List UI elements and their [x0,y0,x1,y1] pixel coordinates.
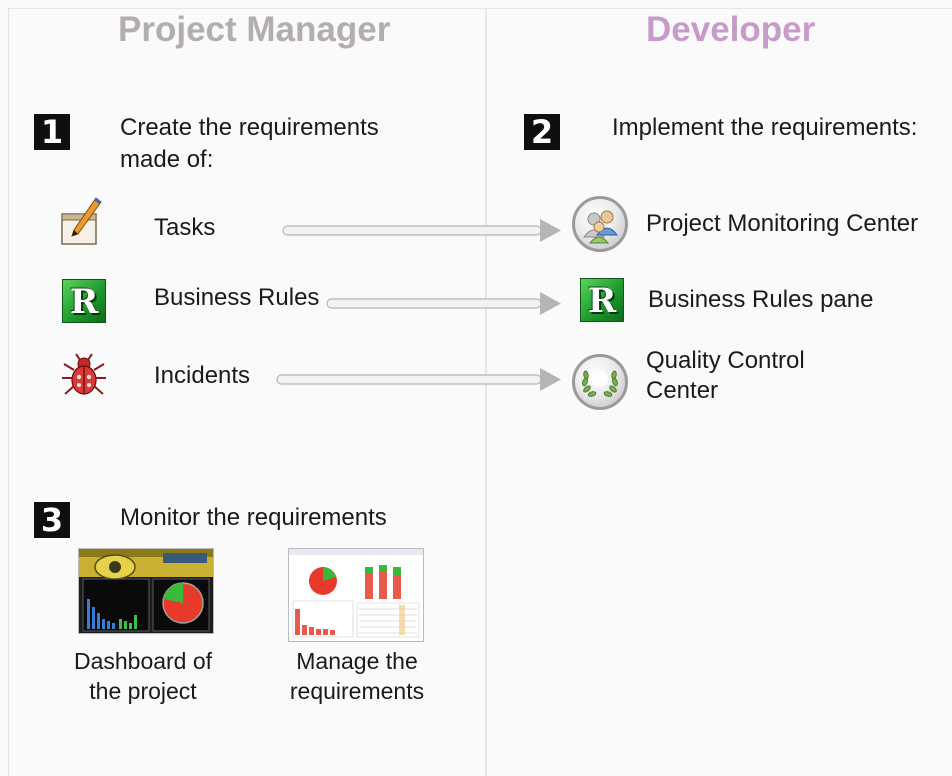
business-rules-icon: R [62,279,106,323]
frame-top [8,8,952,9]
dashboard-caption: Dashboard of the project [58,646,228,706]
incidents-label: Incidents [154,362,251,389]
developer-header: Developer [646,10,816,49]
step-1-line-1: Create the requirements [120,114,379,141]
column-divider [485,8,487,776]
dashboard-caption-line-2: the project [89,678,197,704]
quality-control-laurel-icon [572,354,628,410]
tasks-pencil-icon [58,196,102,253]
frame-left [8,8,9,776]
step-1-badge: 1 [34,114,70,151]
tasks-arrow [282,218,562,242]
business-rules-pane-icon: R [580,278,624,322]
manage-caption-line-1: Manage the [296,648,418,674]
tasks-label: Tasks [154,214,216,241]
bug-icon [60,352,108,405]
quality-control-line-2: Center [646,377,719,404]
step-2-badge: 2 [524,114,560,151]
step-2-text: Implement the requirements: [612,114,918,141]
project-monitoring-center-icon [572,196,628,252]
quality-control-center-label: Quality Control Center [646,346,805,406]
step-3-badge: 3 [34,502,70,539]
dashboard-thumbnail [78,548,214,634]
manage-caption: Manage the requirements [272,646,442,706]
business-rules-pane-label: Business Rules pane [648,286,874,313]
project-manager-header: Project Manager [118,10,391,49]
step-1-text: Create the requirements made of: [120,112,379,176]
dashboard-caption-line-1: Dashboard of [73,648,213,674]
manage-requirements-thumbnail [288,548,424,642]
business-rules-label: Business Rules [154,284,320,311]
manage-caption-line-2: requirements [289,678,425,704]
step-1-line-2: made of: [120,146,214,173]
quality-control-line-1: Quality Control [646,347,805,374]
step-3-text: Monitor the requirements [120,504,387,531]
incidents-arrow [276,367,562,391]
business-rules-arrow [326,291,562,315]
project-monitoring-center-label: Project Monitoring Center [646,210,919,237]
